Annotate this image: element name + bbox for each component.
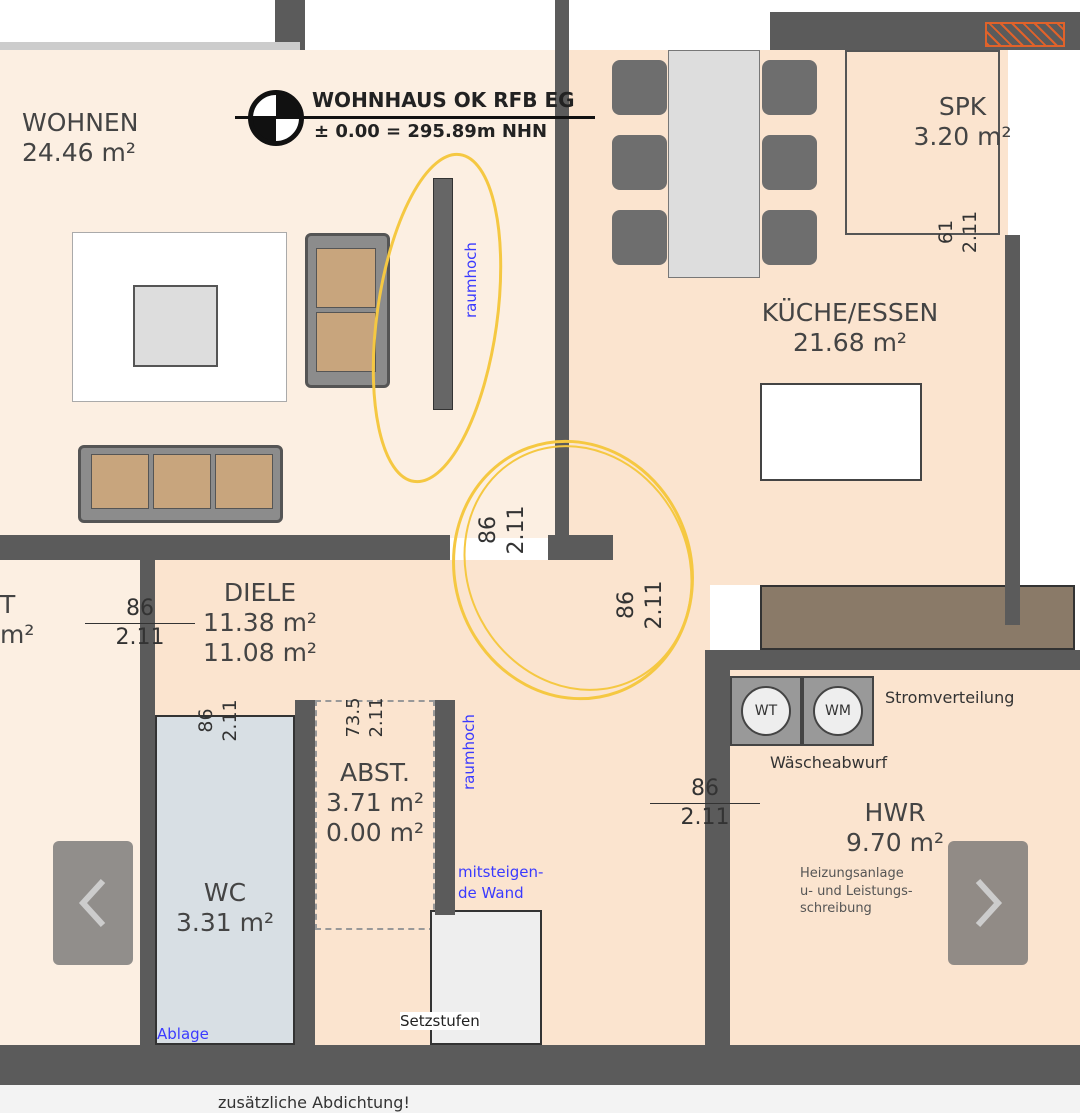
- plan-level: ± 0.00 = 295.89m NHN: [314, 121, 548, 142]
- sofa: [78, 445, 283, 523]
- chair: [762, 210, 817, 265]
- chair: [612, 210, 667, 265]
- washing-machine: WM: [802, 676, 874, 746]
- note-mitsteigend: mitsteigen-de Wand: [458, 863, 544, 902]
- room-abst: [315, 700, 435, 930]
- kitchen-counter: [760, 585, 1075, 650]
- hatch: [985, 22, 1065, 47]
- previous-image-button[interactable]: [53, 841, 133, 965]
- dining-table: [668, 50, 760, 278]
- chair: [762, 135, 817, 190]
- kitchen-island: [760, 383, 922, 481]
- armchair: [305, 233, 390, 388]
- note-abdichtung: zusätzliche Abdichtung!: [218, 1093, 410, 1112]
- chair: [612, 60, 667, 115]
- annotation-ellipse: [371, 152, 503, 484]
- note-stromverteilung: Stromverteilung: [885, 688, 1015, 707]
- next-image-button[interactable]: [948, 841, 1028, 965]
- chevron-left-icon: [78, 878, 106, 928]
- annotation-ellipse: [452, 439, 694, 701]
- note-setzstufen: Setzstufen: [400, 1012, 480, 1030]
- chair: [762, 60, 817, 115]
- note-waescheabwurf: Wäscheabwurf: [770, 753, 888, 772]
- dryer: WT: [730, 676, 802, 746]
- room-spk: [845, 50, 1000, 235]
- coffee-table: [133, 285, 218, 367]
- plan-title: WOHNHAUS OK RFB EG: [312, 88, 575, 112]
- chevron-right-icon: [975, 878, 1003, 928]
- note-ablage: Ablage: [157, 1025, 209, 1043]
- room-wc: [155, 715, 295, 1045]
- annotation-ellipse: [463, 445, 693, 691]
- tv-wall: [433, 178, 453, 410]
- chair: [612, 135, 667, 190]
